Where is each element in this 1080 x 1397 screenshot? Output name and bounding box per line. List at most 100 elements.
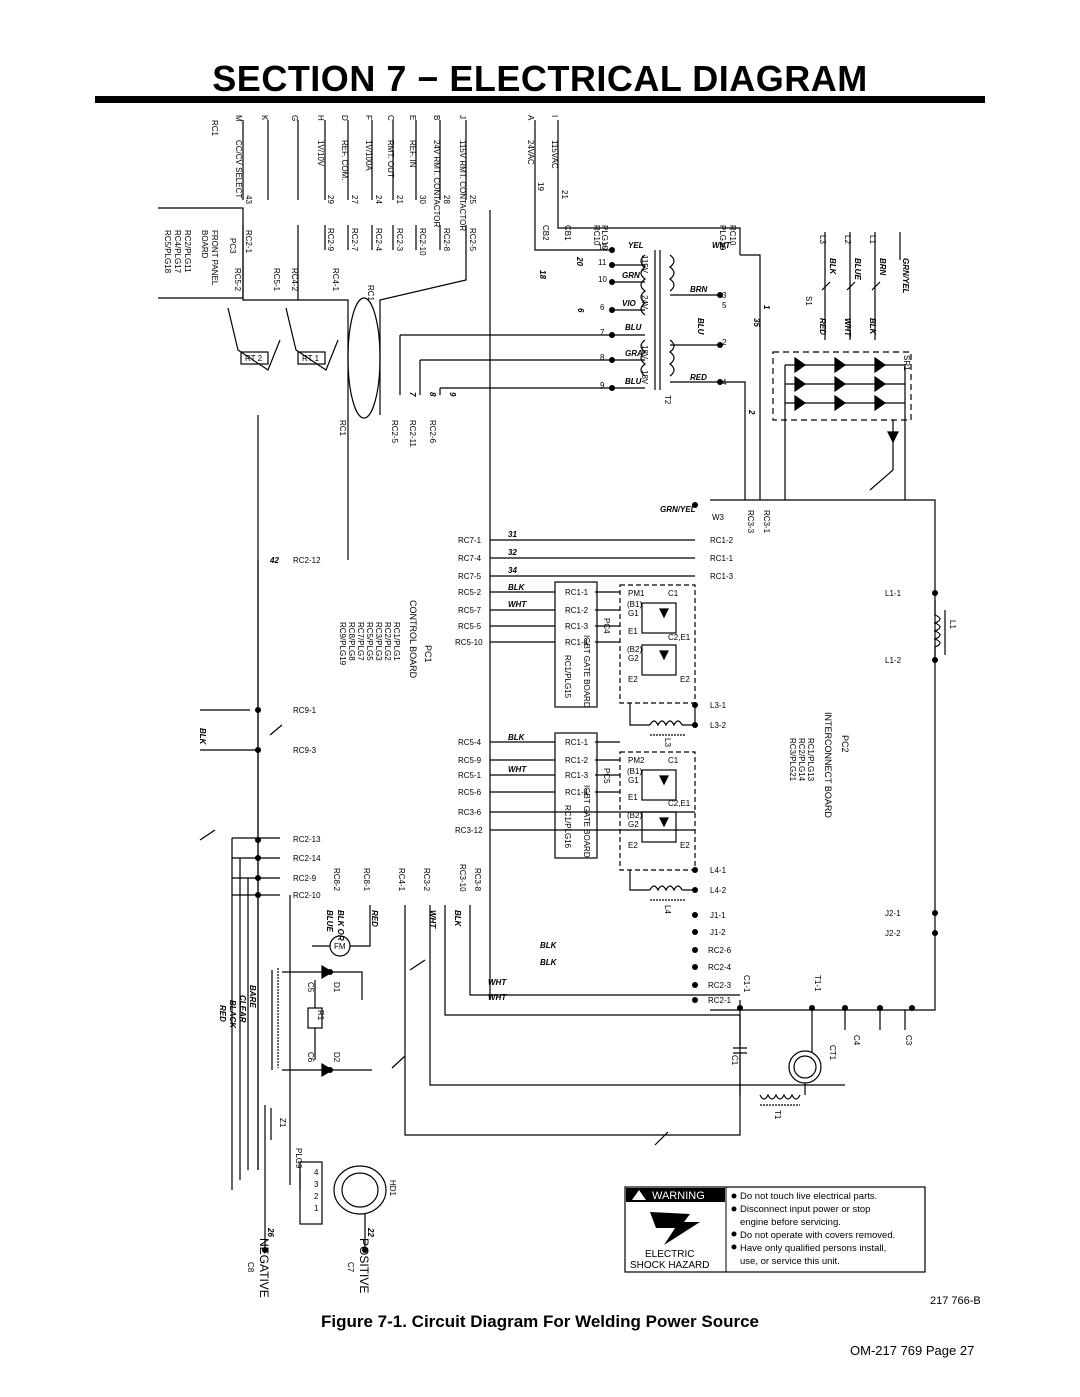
- t2-wn-7: 7: [408, 392, 417, 397]
- warning-triangle-icon: [632, 1190, 646, 1200]
- pc1-term-rc2-9: RC2-9: [293, 874, 317, 883]
- comp-plg9: PLG9: [294, 1148, 303, 1169]
- t2-wire-blu-1: BLU: [625, 323, 642, 332]
- comp-c7: C7: [346, 1262, 355, 1273]
- switch-s1: S1: [804, 296, 813, 306]
- t2-winding-1: 24V: [640, 295, 649, 310]
- warning-label-line1: ELECTRIC: [645, 1249, 694, 1260]
- t2-term-9: 9: [600, 381, 605, 390]
- rc1-bundle-label: RC1: [366, 285, 375, 302]
- gate-board-labels: PC4 IGBT GATE BOARD RC1/PLG15 PM1 RC1-1 …: [563, 588, 691, 858]
- pc1-title: CONTROL BOARD: [408, 600, 418, 679]
- neg-wire: 26: [266, 1227, 275, 1237]
- pm1-label: PM1: [628, 589, 645, 598]
- t2-term-8: 8: [600, 353, 605, 362]
- wc-13: WHT: [488, 993, 507, 1002]
- pc2-term-l4-1: L4-1: [710, 866, 727, 875]
- pin-b-wire: 28: [442, 195, 451, 204]
- input-labels: L3 L2 L1 BLK BLUE BRN GRN/YEL S1 RED WHT…: [804, 235, 911, 371]
- pc4-pin-e2a: E2: [628, 675, 638, 684]
- pc1-term-rc3-8: RC3-8: [473, 868, 482, 892]
- warning-item-0: Do not touch live electrical parts.: [740, 1191, 877, 1202]
- pc4-pin-g2: G2: [628, 654, 639, 663]
- comp-fm: FM: [334, 942, 346, 951]
- t2-wn-20: 20: [575, 256, 584, 266]
- pc2-term-rc1-2: RC1-2: [710, 536, 734, 545]
- pc5-title: IGBT GATE BOARD: [582, 785, 591, 858]
- pc2-term-j1-1: J1-1: [710, 911, 726, 920]
- pin-c-wire: 21: [395, 195, 404, 204]
- t2-label: T2: [663, 395, 672, 405]
- pc2-term-rc2-1: RC2-1: [708, 996, 732, 1005]
- pin-b-term: RC2-8: [442, 228, 451, 252]
- wc-2: BLK: [508, 733, 526, 742]
- wc-15: CLEAR: [238, 995, 247, 1023]
- wc-8: WHT: [428, 910, 437, 929]
- pin-j-wire: 25: [468, 195, 477, 204]
- pin-g-letter: G: [290, 115, 299, 121]
- rc1-bundle-label-lower: RC1: [338, 420, 347, 437]
- wc-0: BLK: [508, 583, 526, 592]
- pc4-term-3: RC1-4: [565, 638, 589, 647]
- fp-line-2: PC3: [228, 238, 237, 254]
- pc2-term-j2-2: J2-2: [885, 929, 901, 938]
- pin-h-term: RC2-9: [326, 228, 335, 252]
- pin-f-func: 1V/100A: [364, 140, 373, 171]
- fp-term-0: RC5-2: [233, 268, 242, 292]
- figure-caption: Figure 7-1. Circuit Diagram For Welding …: [321, 1312, 759, 1331]
- pc5-plug: RC1/PLG16: [563, 805, 572, 849]
- pc2-term-w3: W3: [712, 513, 725, 522]
- pc1-wire-42: 42: [269, 556, 279, 565]
- pin-a-letter: A: [526, 115, 535, 121]
- wc-1: WHT: [508, 600, 527, 609]
- pc1-term-rc8-2: RC8-2: [332, 868, 341, 892]
- plg10-a: PLG10: [600, 225, 609, 250]
- fp-term-3: RC4-1: [331, 268, 340, 292]
- color-blk: BLK: [828, 258, 837, 276]
- hd1-pin-4: 4: [314, 1168, 319, 1177]
- pc1-wire-32: 32: [508, 548, 517, 557]
- pc1-term-rc3-12: RC3-12: [455, 826, 483, 835]
- t2-winding-0: 115V: [640, 255, 649, 274]
- color-grn-yel: GRN/YEL: [901, 258, 910, 294]
- pin-c-func: RMT. OUT: [386, 140, 395, 178]
- pc4-pin-c1: C1: [668, 589, 679, 598]
- output-terminals: NEGATIVE POSITIVE 26 22: [257, 1227, 375, 1298]
- pin-e-letter: E: [408, 115, 417, 120]
- pc1-term-rc2-6: RC2-6: [428, 420, 437, 444]
- wc-9: BLK: [453, 910, 462, 928]
- color-brn: BRN: [878, 258, 887, 276]
- t2-wire-brn: BRN: [690, 285, 708, 294]
- rc10-b: RC10: [728, 225, 737, 246]
- pc2-term-l3-1: L3-1: [710, 701, 727, 710]
- fp-term-1: RC5-1: [272, 268, 281, 292]
- comp-hd1: HD1: [388, 1180, 397, 1197]
- comp-r1: R1: [316, 1010, 325, 1021]
- pin-b-func: 24V RMT. CONTACTOR: [432, 140, 441, 227]
- plg10-b: PLG10: [718, 225, 727, 250]
- warning-label: WARNING ELECTRIC SHOCK HAZARD Do not tou…: [624, 1186, 926, 1273]
- t2-term-1: 1: [720, 243, 725, 252]
- wc-16: BLACK: [228, 1000, 237, 1029]
- pc5-pin-c1: C1: [668, 756, 679, 765]
- pc2-term-rc3-1: RC3-1: [762, 510, 771, 534]
- pc1-term-rc3-10: RC3-10: [458, 864, 467, 892]
- pc4-plug: RC1/PLG15: [563, 655, 572, 699]
- shock-hazard-icon: [650, 1212, 700, 1245]
- pc4-pin-g1: G1: [628, 609, 639, 618]
- wc-5: BLUE: [325, 910, 334, 932]
- pin-j-term: RC2-5: [468, 228, 477, 252]
- pc1-term-rc5-7: RC5-7: [458, 606, 482, 615]
- t2-wire-blu-3: BLU: [625, 377, 642, 386]
- pc1-term-rc9-1: RC9-1: [293, 706, 317, 715]
- pc5-pin-e2b: E2: [680, 841, 690, 850]
- pc2-term-rc2-6: RC2-6: [708, 946, 732, 955]
- wc-3: WHT: [508, 765, 527, 774]
- pc1-term-rc7-5: RC7-5: [458, 572, 482, 581]
- pc5-term-2: RC1-3: [565, 771, 589, 780]
- comp-l1: L1: [948, 620, 957, 629]
- positive-terminal: POSITIVE: [357, 1238, 371, 1293]
- pc1-term-rc2-13: RC2-13: [293, 835, 321, 844]
- pin-c-letter: C: [386, 115, 395, 121]
- pin-h-letter: H: [316, 115, 325, 121]
